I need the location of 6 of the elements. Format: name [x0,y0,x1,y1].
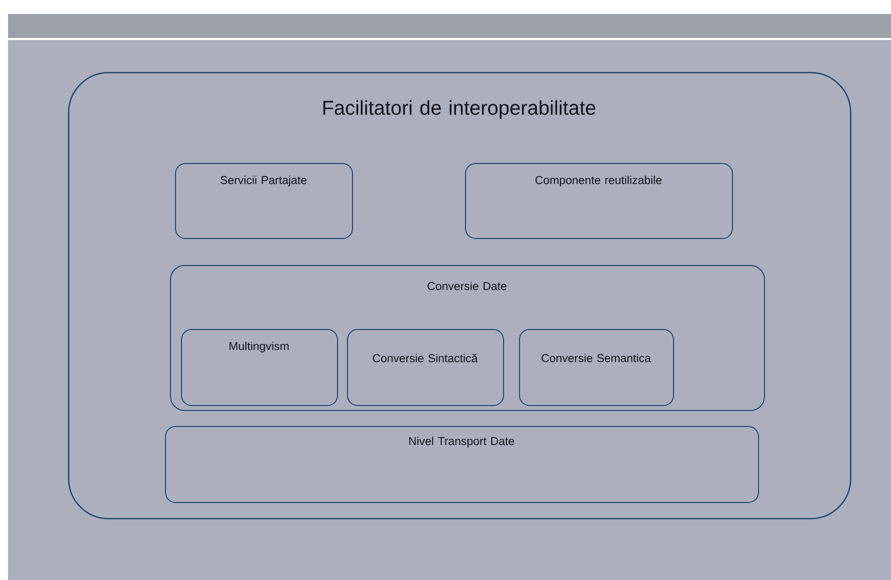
text-box: Nivel Transport Date [165,426,759,503]
text-box: Conversie Sintactică [347,329,504,406]
text-box: Servicii Partajate [175,163,353,239]
text-box: Conversie Semantica [519,329,674,406]
text-box: Componente reutilizabile [465,163,733,239]
text-box: Multingvism [181,329,338,406]
